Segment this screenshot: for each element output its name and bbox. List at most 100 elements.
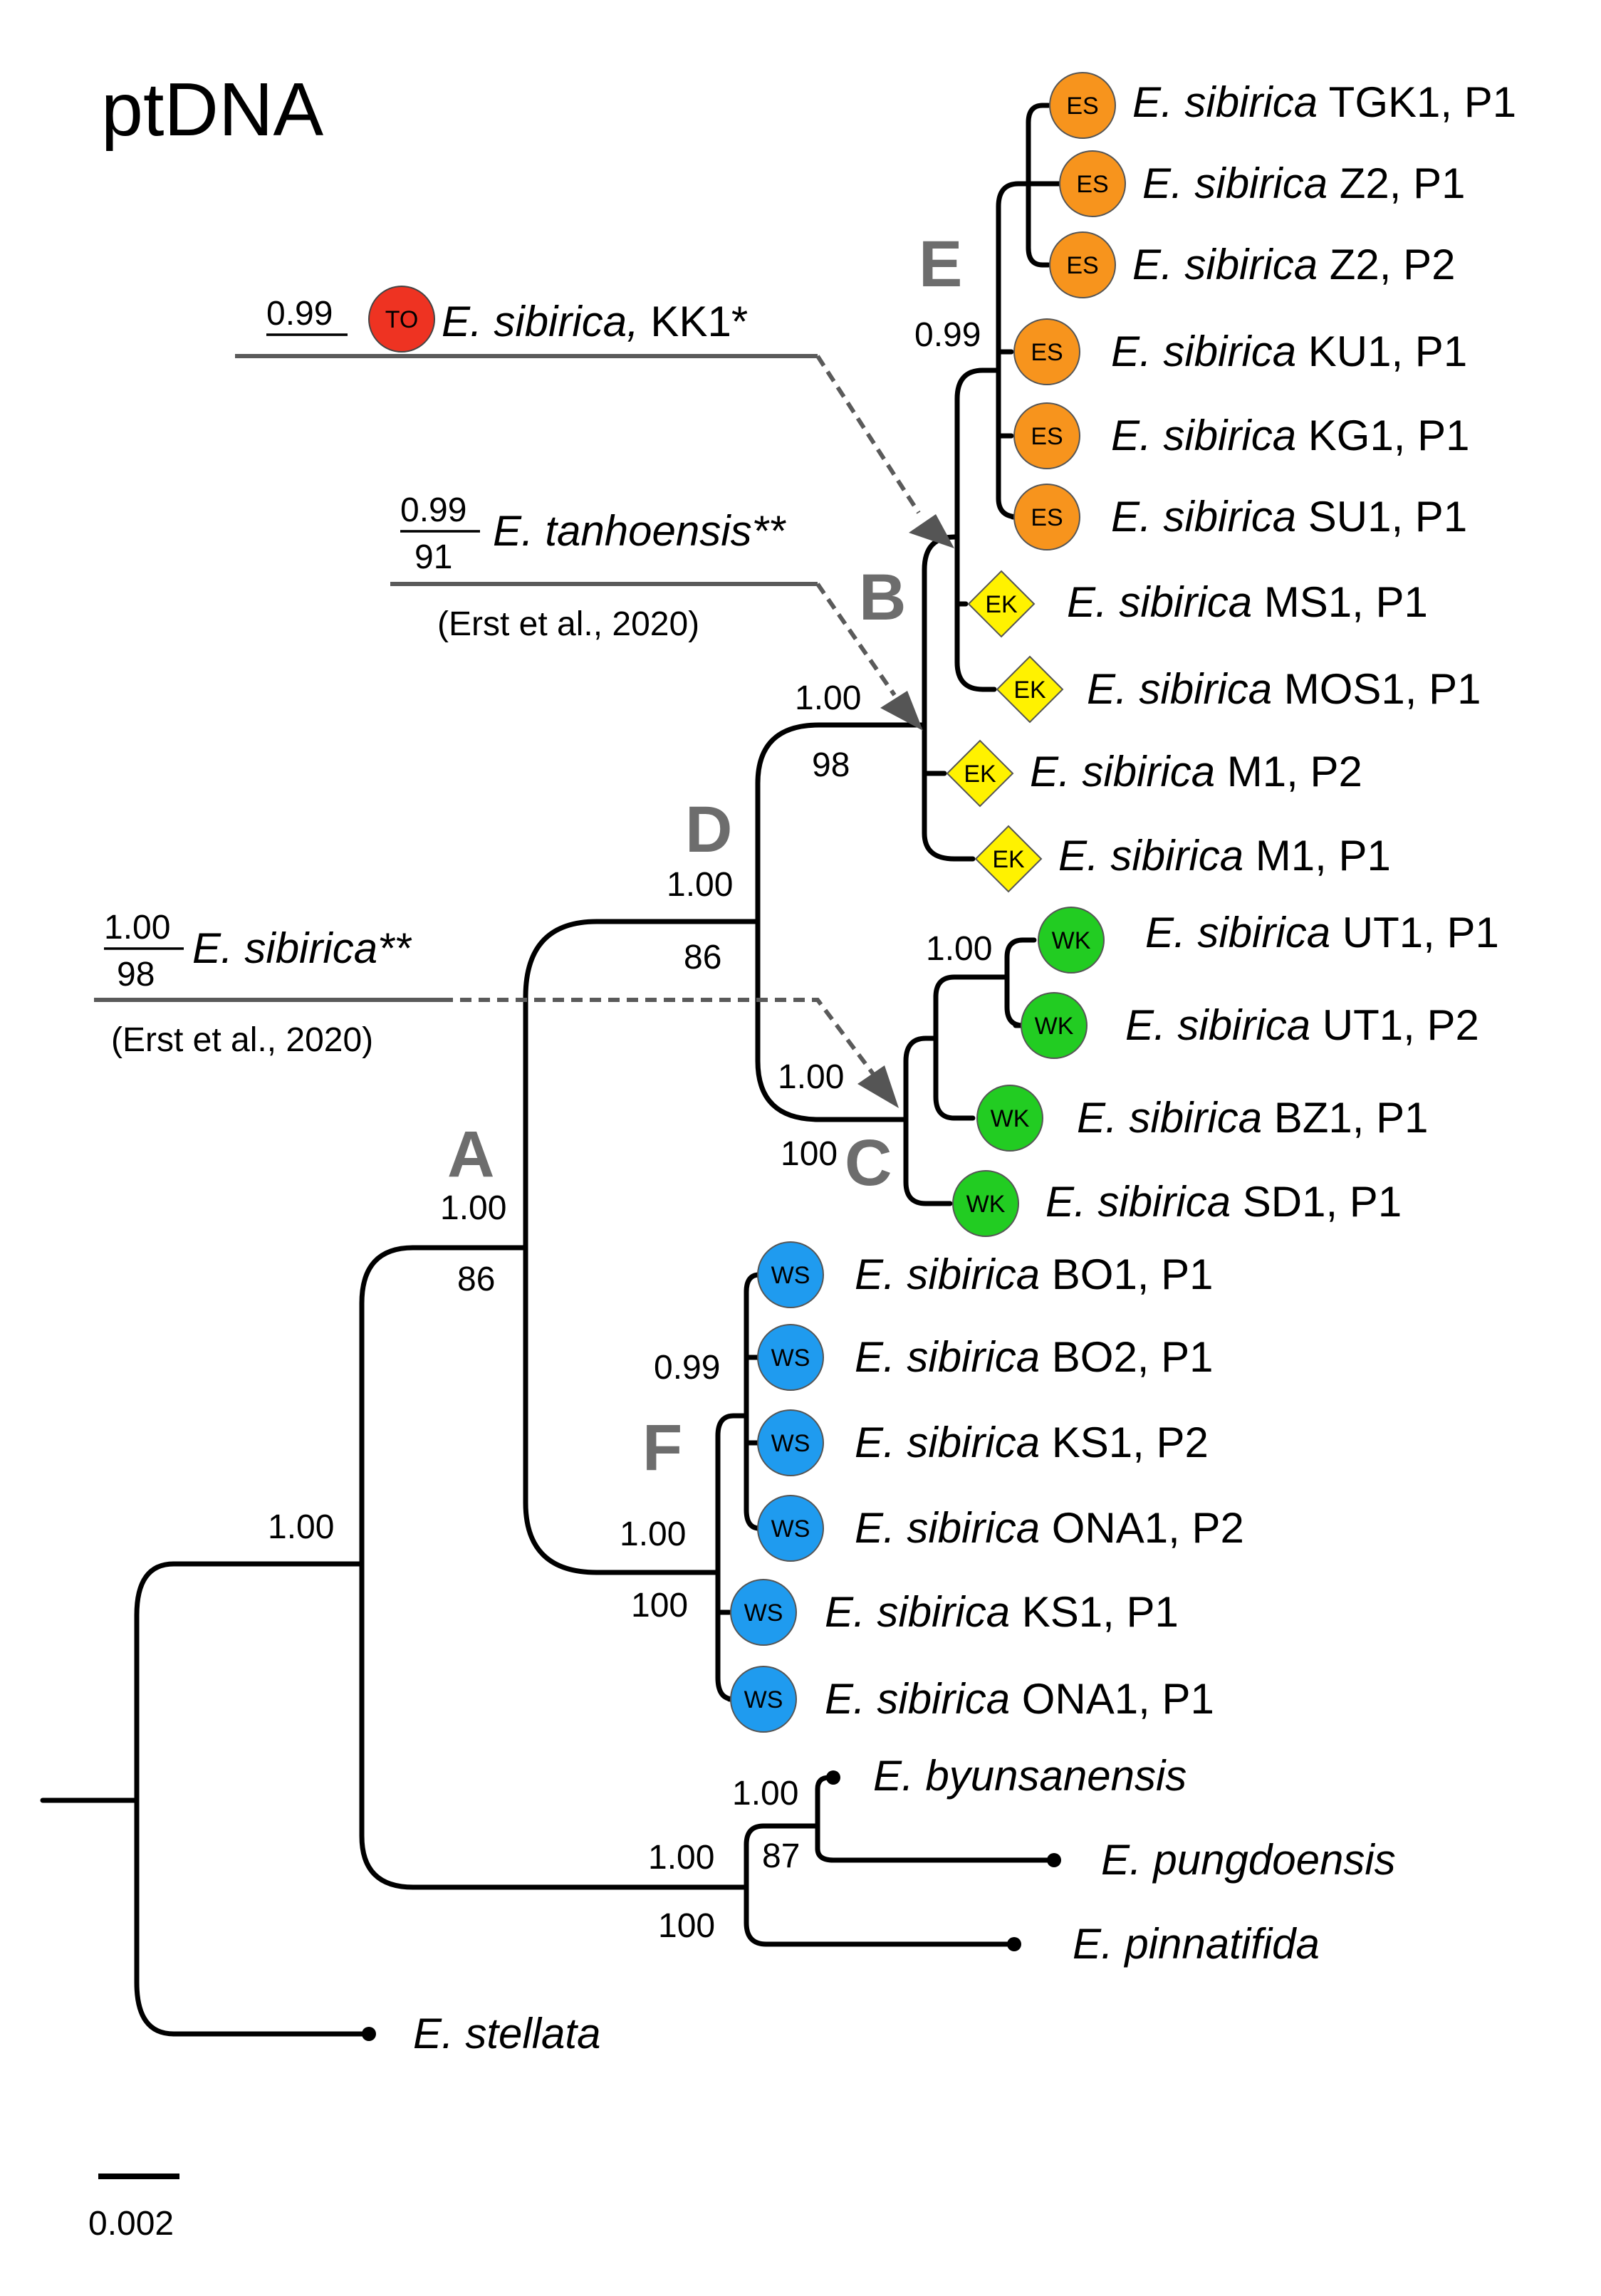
badge-ws xyxy=(757,1241,824,1308)
badge-ek xyxy=(996,655,1064,724)
badge-es xyxy=(1013,318,1080,385)
support-value: 1.00 xyxy=(268,1508,334,1546)
support-values: 1.00 1.00 86 1.00 86 1.00 98 0.99 1.00 1… xyxy=(268,316,992,1945)
Esub-node xyxy=(954,367,986,692)
badge-es xyxy=(1013,484,1080,550)
support-value: 1.00 xyxy=(732,1775,798,1812)
annotation-sibirica: 1.00 98 E. sibirica** (Erst et al., 2020… xyxy=(94,909,899,1108)
badge-label: WS xyxy=(771,1515,810,1543)
support-value: 1.00 xyxy=(648,1839,714,1877)
scale-bar-label: 0.002 xyxy=(88,2205,174,2243)
tip-label: E. sibirica ONA1, P2 xyxy=(855,1504,1244,1552)
badge-label: TO xyxy=(385,306,419,333)
clade-label-E: E xyxy=(919,228,962,301)
support-value: 86 xyxy=(684,939,721,976)
tip-label: E. byunsanensis xyxy=(873,1752,1187,1800)
B-node xyxy=(922,534,957,862)
clade-label-A: A xyxy=(447,1118,494,1191)
tip-label: E. sibirica M1, P2 xyxy=(1030,748,1362,795)
support-value: 0.99 xyxy=(654,1349,720,1387)
badge-ws xyxy=(730,1579,797,1646)
badge-ek xyxy=(946,739,1014,808)
badge-ek xyxy=(974,825,1043,893)
clade-label-F: F xyxy=(642,1411,682,1484)
support-value: 0.99 xyxy=(914,316,981,354)
tip-dot xyxy=(1047,1853,1061,1867)
badge-to xyxy=(368,286,435,353)
badge-ws xyxy=(757,1409,824,1476)
badge-label: WS xyxy=(771,1262,810,1289)
badge-label: EK xyxy=(992,846,1025,873)
dashed-link xyxy=(442,998,875,1075)
badge-label: ES xyxy=(1076,171,1108,198)
badge-ek xyxy=(967,570,1036,638)
badge-label: ES xyxy=(1066,252,1098,279)
annotation-pp: 0.99 xyxy=(400,491,466,529)
UT-node xyxy=(1004,937,1026,1028)
tip-label: E. sibirica KS1, P2 xyxy=(855,1419,1209,1466)
clade-labels: A B C D E F xyxy=(447,228,962,1484)
tip-label: E. pungdoensis xyxy=(1101,1836,1396,1884)
tip-label: E. sibirica UT1, P1 xyxy=(1145,909,1499,956)
support-value: 86 xyxy=(457,1261,495,1298)
figure-title: ptDNA xyxy=(101,68,324,152)
tip-label: E. sibirica BZ1, P1 xyxy=(1077,1094,1429,1142)
tip-label: E. sibirica SD1, P1 xyxy=(1045,1178,1402,1226)
badge-label: EK xyxy=(985,591,1018,618)
support-value: 1.00 xyxy=(440,1189,506,1227)
badge-label: EK xyxy=(964,761,996,788)
badge-label: WS xyxy=(744,1600,783,1627)
arrowhead xyxy=(880,691,923,731)
support-value: 87 xyxy=(762,1837,800,1875)
annotation-name: E. tanhoensis** xyxy=(493,507,786,555)
badge-label: ES xyxy=(1031,423,1063,450)
badge-es xyxy=(1049,231,1116,298)
badge-es xyxy=(1059,150,1126,217)
badge-wk xyxy=(952,1170,1019,1237)
tip-label: E. sibirica BO1, P1 xyxy=(855,1251,1214,1298)
tip-label: E. sibirica KS1, P1 xyxy=(825,1588,1179,1636)
tip-label: E. sibirica KG1, P1 xyxy=(1111,412,1470,459)
tip-label: E. sibirica SU1, P1 xyxy=(1111,493,1467,541)
support-value: 98 xyxy=(812,746,850,784)
tip-label: E. sibirica KU1, P1 xyxy=(1111,328,1467,375)
tip-label: E. sibirica ONA1, P1 xyxy=(825,1675,1214,1723)
badge-label: ES xyxy=(1031,504,1063,531)
badge-label: EK xyxy=(1013,677,1046,704)
D-node xyxy=(755,722,822,1122)
annotation-bs: 91 xyxy=(414,538,452,576)
tip-label: E. sibirica UT1, P2 xyxy=(1125,1001,1479,1049)
badge-ws xyxy=(730,1666,797,1733)
badge-ws xyxy=(757,1495,824,1562)
annotation-tanhoensis: 0.99 91 E. tanhoensis** (Erst et al., 20… xyxy=(390,491,923,731)
C2-node xyxy=(933,974,957,1121)
arrowhead xyxy=(857,1065,899,1108)
tip-label: E. sibirica M1, P1 xyxy=(1058,832,1391,880)
badge-es xyxy=(1013,402,1080,469)
badge-label: WK xyxy=(991,1105,1030,1132)
annotation-note: (Erst et al., 2020) xyxy=(111,1021,373,1059)
tip-label: E. sibirica MOS1, P1 xyxy=(1087,665,1481,713)
support-value: 100 xyxy=(781,1135,838,1173)
tree-branches xyxy=(40,103,1064,2041)
inner-node xyxy=(359,1245,416,1890)
tip-label: E. sibirica MS1, P1 xyxy=(1067,578,1428,626)
clade-label-C: C xyxy=(845,1127,892,1199)
clade-label-D: D xyxy=(685,793,732,866)
tip-label: E. pinnatifida xyxy=(1073,1920,1320,1968)
outgroup-node xyxy=(744,1823,769,1947)
support-value: 1.00 xyxy=(795,679,861,717)
badge-wk xyxy=(976,1085,1043,1152)
badge-label: WS xyxy=(744,1686,783,1713)
arrowhead xyxy=(909,514,954,548)
clade-label-B: B xyxy=(859,561,906,634)
support-value: 1.00 xyxy=(620,1515,686,1553)
badge-label: ES xyxy=(1031,339,1063,366)
badge-label: WK xyxy=(1052,927,1091,954)
scale-bar: 0.002 xyxy=(88,2174,179,2243)
badge-label: WK xyxy=(1035,1013,1074,1040)
tip-labels: E. sibirica TGK1, P1 E. sibirica Z2, P1 … xyxy=(413,78,1516,2057)
F-node xyxy=(715,1413,736,1702)
dashed-arrow xyxy=(815,583,897,696)
tip-dot xyxy=(826,1770,840,1785)
